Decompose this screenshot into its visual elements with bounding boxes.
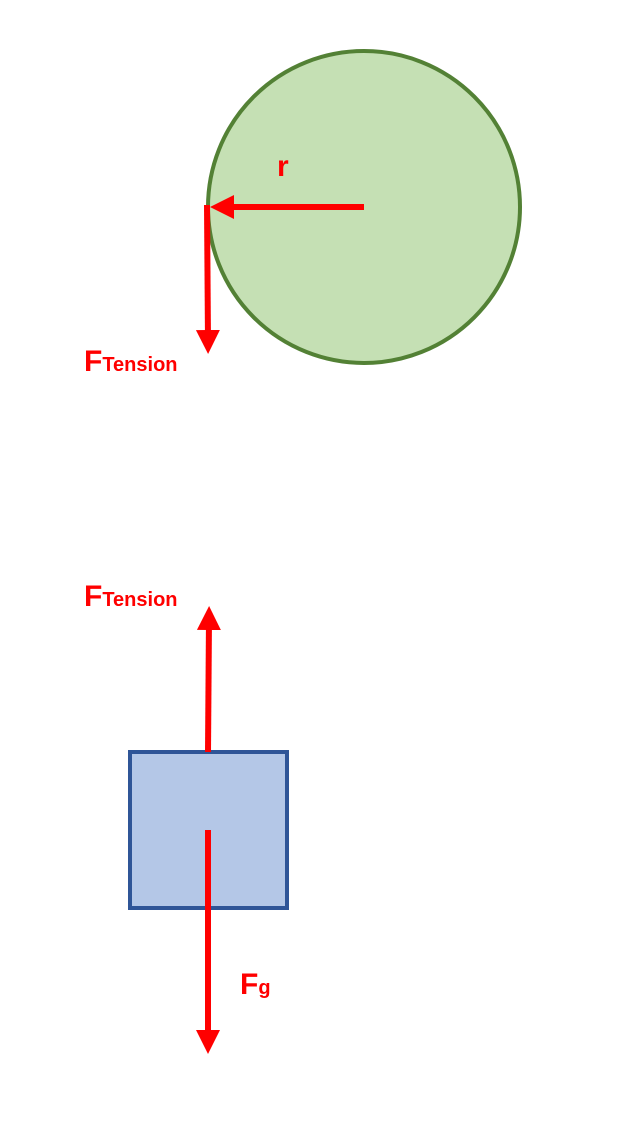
radius-label: r [277,150,289,183]
tension-label-main: F [84,580,103,613]
gravity-label: Fg [240,968,271,1002]
tension-label-pulley: FTension [84,345,178,379]
tension-arrow-block [196,606,221,753]
gravity-label-main: F [240,968,259,1001]
tension-label-sub: Tension [102,354,178,376]
tension-label-main: F [84,345,103,378]
gravity-label-sub: g [258,977,271,999]
tension-label-block: FTension [84,580,178,614]
tension-label-sub: Tension [102,589,178,611]
tension-arrow-pulley [195,204,220,354]
